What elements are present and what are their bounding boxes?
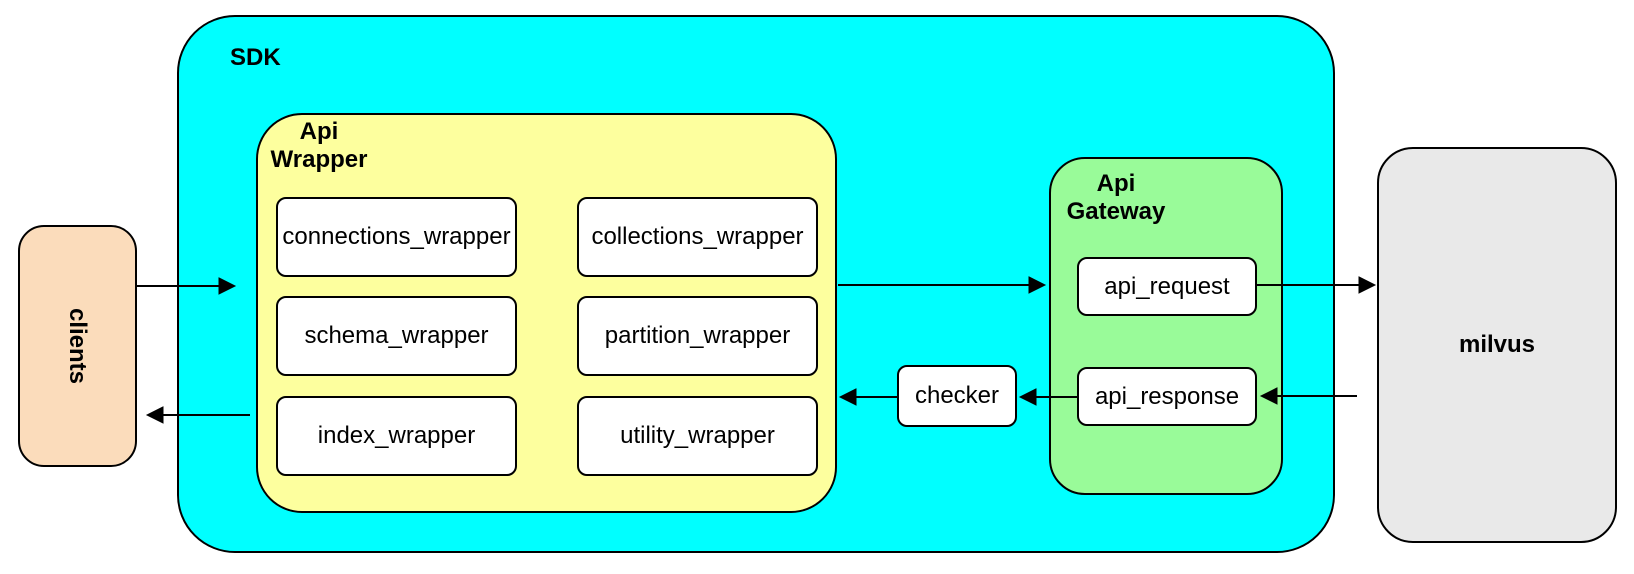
node-collections-wrapper-label: collections_wrapper <box>591 223 804 250</box>
node-api-response-label: api_response <box>1094 382 1240 410</box>
node-index-wrapper: index_wrapper <box>276 396 517 476</box>
api-gateway-container <box>1049 157 1283 495</box>
node-collections-wrapper: collections_wrapper <box>577 197 818 277</box>
node-api-request: api_request <box>1077 257 1257 316</box>
node-clients-label: clients <box>64 307 92 385</box>
api-gateway-label: Api Gateway <box>1066 170 1166 225</box>
node-utility-wrapper-label: utility_wrapper <box>620 422 775 449</box>
node-connections-wrapper: connections_wrapper <box>276 197 517 277</box>
node-schema-wrapper: schema_wrapper <box>276 296 517 376</box>
node-milvus-label: milvus <box>1458 331 1536 358</box>
node-checker-label: checker <box>914 382 1000 409</box>
node-connections-wrapper-label: connections_wrapper <box>282 223 511 250</box>
node-api-response: api_response <box>1077 367 1257 426</box>
node-partition-wrapper: partition_wrapper <box>577 296 818 376</box>
api-wrapper-label: Api Wrapper <box>270 118 368 173</box>
node-partition-wrapper-label: partition_wrapper <box>604 322 791 349</box>
sdk-label: SDK <box>230 44 281 71</box>
node-milvus: milvus <box>1377 147 1617 543</box>
node-utility-wrapper: utility_wrapper <box>577 396 818 476</box>
node-index-wrapper-label: index_wrapper <box>317 422 476 449</box>
node-schema-wrapper-label: schema_wrapper <box>304 322 489 349</box>
node-clients: clients <box>18 225 137 467</box>
node-checker: checker <box>897 365 1017 427</box>
node-api-request-label: api_request <box>1104 272 1230 300</box>
